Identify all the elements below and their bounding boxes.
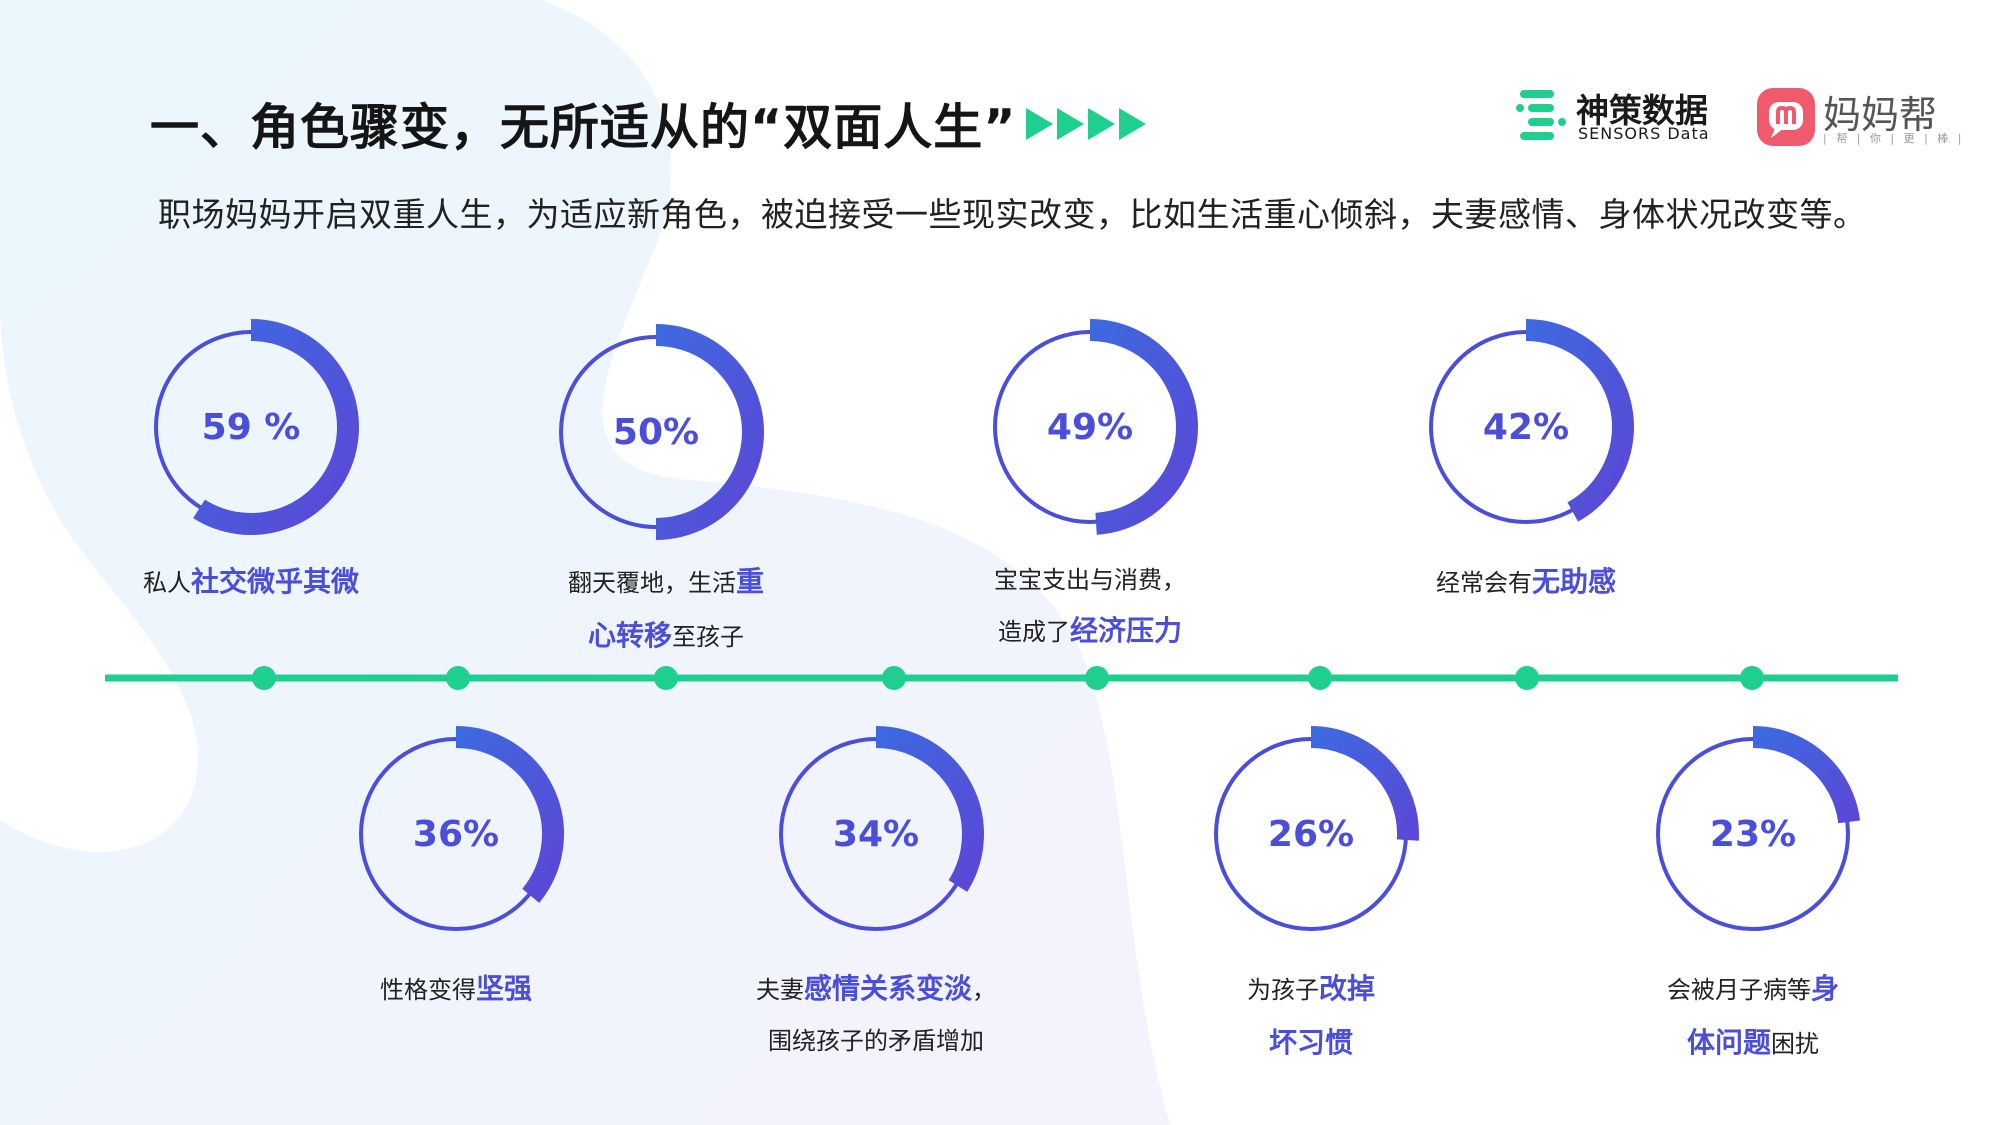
- donut-value-label: 59 %: [202, 407, 301, 448]
- donut-value-arc: [875, 726, 984, 892]
- caption-highlight: 无助感: [1532, 565, 1617, 598]
- donut-caption: 经常会有无助感: [1436, 560, 1616, 600]
- timeline-dot: [252, 666, 276, 690]
- caption-line: 造成了经济压力: [994, 609, 1186, 649]
- mama-logo-slogan: | 帮 | 你 | 更 | 棒 |: [1823, 132, 1965, 145]
- caption-text: ，: [972, 976, 997, 1004]
- caption-text: 翻天覆地，生活: [568, 569, 736, 597]
- donut-item: 59 %: [154, 319, 359, 535]
- caption-text: 经常会有: [1436, 569, 1532, 597]
- caption-highlight: 身: [1811, 972, 1840, 1005]
- caption-text: 困扰: [1771, 1030, 1820, 1058]
- donut-caption: 性格变得坚强: [380, 967, 532, 1007]
- mama-logo-icon: [1757, 88, 1815, 146]
- caption-text: 性格变得: [380, 976, 476, 1004]
- timeline-dot: [446, 666, 470, 690]
- donut-caption: 会被月子病等身体问题困扰: [1667, 967, 1839, 1061]
- sensors-logo-en: SENSORS Data: [1578, 124, 1710, 143]
- donut-value-label: 34%: [833, 814, 919, 855]
- timeline-dot: [882, 666, 906, 690]
- donut-item: 36%: [359, 726, 564, 931]
- triangle-arrows-icon: [1026, 108, 1146, 140]
- timeline-dot: [1085, 666, 1109, 690]
- caption-line: 坏习惯: [1247, 1021, 1375, 1061]
- donut-caption: 宝宝支出与消费， 造成了经济压力: [994, 560, 1186, 649]
- donut-caption: 为孩子改掉坏习惯: [1247, 967, 1375, 1061]
- donut-caption: 夫妻感情关系变淡， 围绕孩子的矛盾增加: [756, 967, 996, 1056]
- donut-value-label: 49%: [1047, 407, 1133, 448]
- donut-value-label: 26%: [1268, 814, 1354, 855]
- timeline-dot: [1308, 666, 1332, 690]
- donut-value-arc: [193, 319, 359, 535]
- timeline-dot: [1740, 666, 1764, 690]
- donut-caption: 私人社交微乎其微: [143, 560, 359, 600]
- sensors-logo-icon: [1516, 90, 1566, 140]
- donut-item: 42%: [1429, 319, 1634, 524]
- timeline-dot: [1515, 666, 1539, 690]
- donut-item: 26%: [1214, 726, 1419, 931]
- donut-caption: 翻天覆地，生活重心转移至孩子: [568, 560, 764, 654]
- donut-item: 50%: [559, 324, 764, 540]
- page-subtitle: 职场妈妈开启双重人生，为适应新角色，被迫接受一些现实改变，比如生活重心倾斜，夫妻…: [158, 195, 1867, 234]
- caption-highlight: 经济压力: [1069, 614, 1182, 647]
- donut-value-label: 23%: [1710, 814, 1796, 855]
- donut-item: 23%: [1656, 726, 1861, 931]
- caption-line: 为孩子改掉: [1247, 967, 1375, 1007]
- caption-text: 至孩子: [672, 623, 745, 651]
- donut-value-label: 36%: [413, 814, 499, 855]
- caption-highlight: 感情关系变淡: [804, 972, 973, 1005]
- sensors-logo-cn: 神策数据: [1576, 91, 1708, 130]
- caption-text: 围绕孩子的矛盾增加: [768, 1027, 984, 1055]
- caption-highlight: 坏习惯: [1269, 1026, 1354, 1059]
- caption-line: 私人社交微乎其微: [143, 560, 359, 600]
- caption-line: 会被月子病等身: [1667, 967, 1839, 1007]
- caption-line: 经常会有无助感: [1436, 560, 1616, 600]
- donut-item: 34%: [779, 726, 984, 931]
- caption-highlight: 坚强: [476, 972, 533, 1005]
- donut-value-arc: [455, 726, 564, 903]
- mama-logo-cn: 妈妈帮: [1823, 93, 1938, 137]
- caption-line: 围绕孩子的矛盾增加: [756, 1021, 996, 1056]
- caption-text: 为孩子: [1247, 976, 1319, 1004]
- caption-line: 体问题困扰: [1667, 1021, 1839, 1061]
- donut-item: 49%: [993, 319, 1198, 535]
- caption-line: 宝宝支出与消费，: [994, 560, 1186, 595]
- caption-highlight: 体问题: [1687, 1026, 1772, 1059]
- donut-value-arc: [1310, 726, 1419, 841]
- timeline-dot: [654, 666, 678, 690]
- donut-value-arc: [1525, 319, 1634, 522]
- page-title: 一、角色骤变，无所适从的“双面人生”: [150, 99, 1017, 156]
- donut-value-label: 50%: [613, 412, 699, 453]
- caption-highlight: 改掉: [1319, 972, 1376, 1005]
- caption-line: 翻天覆地，生活重: [568, 560, 764, 600]
- caption-line: 心转移至孩子: [568, 614, 764, 654]
- caption-text: 私人: [143, 569, 191, 597]
- caption-highlight: 社交微乎其微: [191, 565, 360, 598]
- caption-text: 夫妻: [756, 976, 804, 1004]
- caption-text: 会被月子病等: [1667, 976, 1811, 1004]
- donut-value-arc: [655, 324, 764, 540]
- donut-value-label: 42%: [1483, 407, 1569, 448]
- caption-highlight: 重: [736, 565, 765, 598]
- donut-value-arc: [1089, 319, 1198, 535]
- caption-line: 性格变得坚强: [380, 967, 532, 1007]
- caption-line: 夫妻感情关系变淡，: [756, 967, 996, 1007]
- donut-value-arc: [1752, 726, 1861, 824]
- caption-text: 宝宝支出与消费，: [994, 566, 1186, 594]
- caption-highlight: 心转移: [588, 619, 673, 652]
- caption-text: 造成了: [997, 618, 1070, 646]
